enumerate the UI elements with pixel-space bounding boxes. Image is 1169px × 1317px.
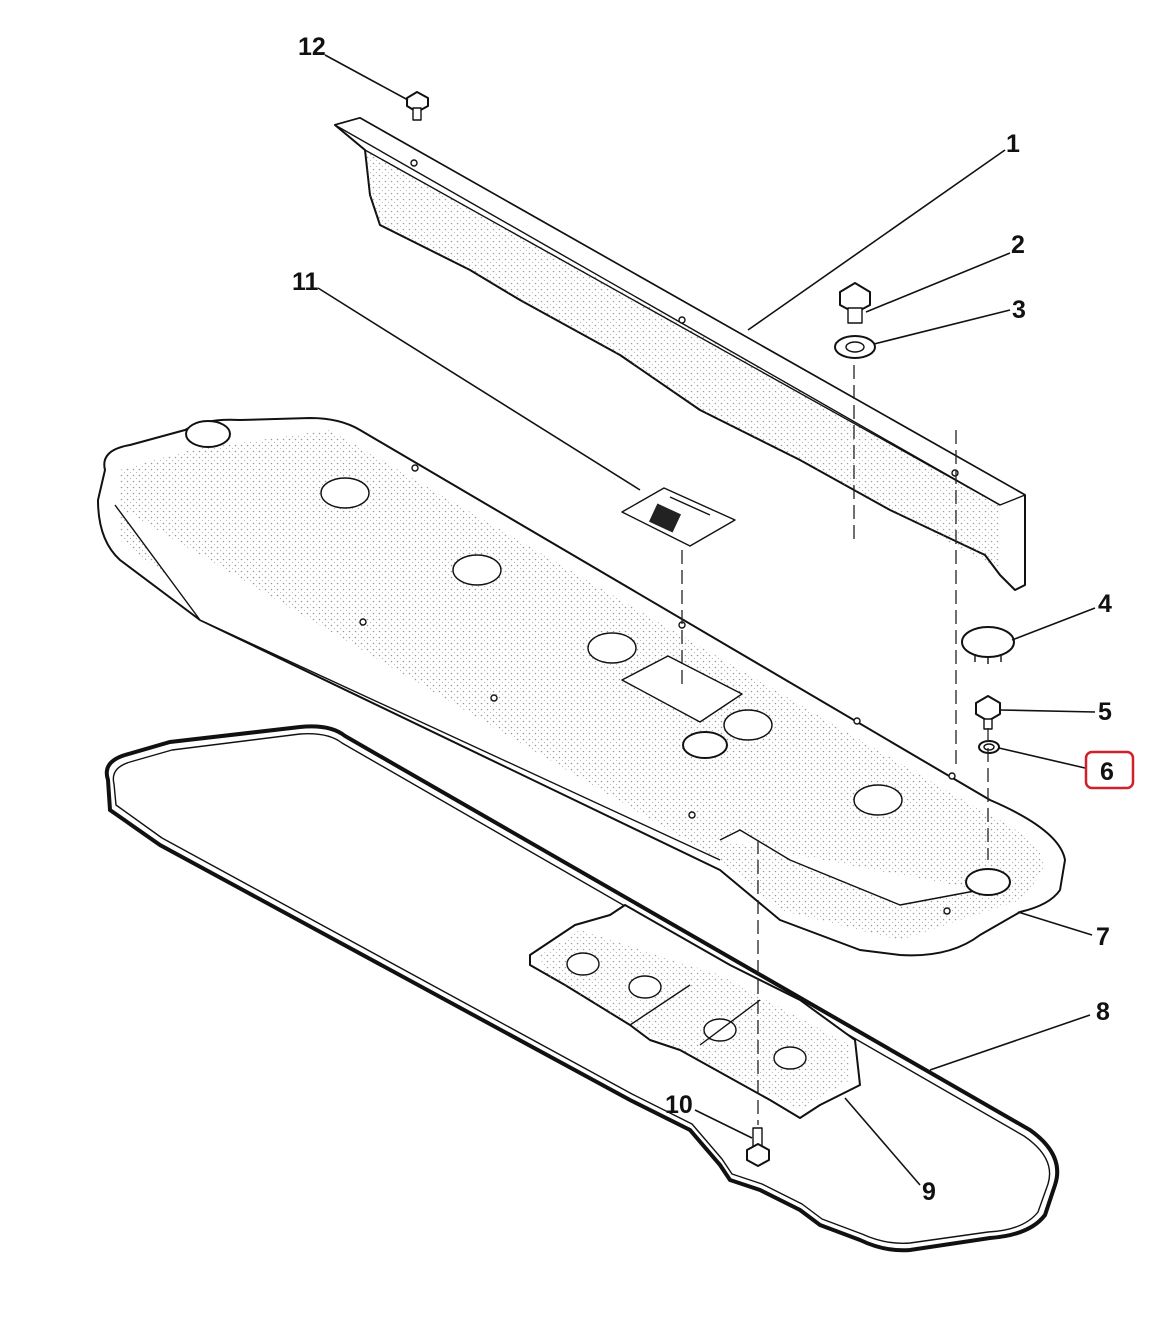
part-10-bolt — [746, 1127, 770, 1167]
part-9-bracket — [529, 904, 861, 1119]
part-11-decal — [621, 487, 736, 547]
callout-2[interactable]: 2 — [1011, 231, 1025, 259]
part-1-top-shield — [334, 117, 1026, 591]
callout-3[interactable]: 3 — [1012, 296, 1026, 324]
callout-6[interactable]: 6 — [1100, 758, 1114, 786]
callout-9[interactable]: 9 — [922, 1178, 936, 1206]
callout-12[interactable]: 12 — [298, 33, 326, 61]
part-2-bolt — [839, 282, 871, 324]
callout-4[interactable]: 4 — [1098, 590, 1112, 618]
deer-logo-icon — [648, 503, 682, 533]
callout-labels: 12 1 2 3 11 4 5 6 7 8 9 10 — [292, 33, 1135, 1206]
part-5-bolt — [975, 695, 1001, 730]
callout-7[interactable]: 7 — [1096, 923, 1110, 951]
callout-8[interactable]: 8 — [1096, 998, 1110, 1026]
part-7-valve-cover — [97, 417, 1066, 957]
callout-6-highlight-box — [1084, 750, 1135, 790]
leader-lines — [317, 54, 1096, 1186]
callout-1[interactable]: 1 — [1006, 130, 1020, 158]
callout-10[interactable]: 10 — [665, 1091, 693, 1119]
callout-11[interactable]: 11 — [292, 268, 319, 296]
part-6-o-ring — [978, 740, 1000, 754]
assembly-centerlines — [681, 365, 989, 1125]
callout-5[interactable]: 5 — [1098, 698, 1112, 726]
part-12-bolt — [406, 91, 429, 121]
part-4-cap — [961, 626, 1015, 664]
part-3-washer — [834, 335, 876, 359]
